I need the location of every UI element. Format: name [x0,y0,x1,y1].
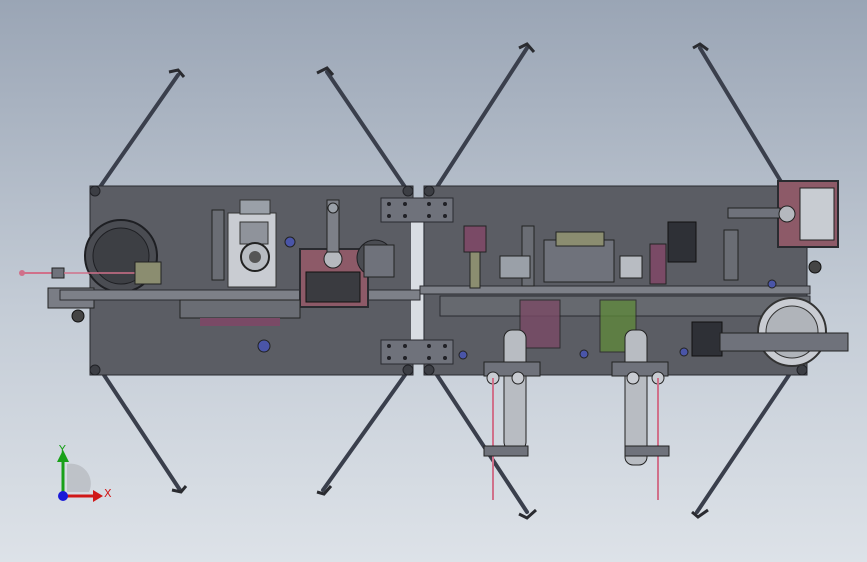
foot-pad [692,42,709,52]
bracket-top [380,197,454,223]
triad-z-origin [58,491,68,501]
strut-bottom-left-a [102,373,182,492]
vertical-guide-left [326,199,340,253]
triad-y-arrow [57,450,69,462]
strut-top-left-b [325,70,407,189]
swing-arm-right [611,329,670,500]
cutter-roller [356,239,395,278]
take-up-reel-right [757,297,827,367]
foot-pad [518,42,536,53]
secondary-feed-rail [419,285,811,295]
plate-gap-strip [411,200,423,360]
joining-brackets [380,197,454,365]
hmi-panel-right [727,180,839,274]
blue-knobs [257,236,777,360]
strut-top-mid [435,46,529,189]
foot-pad [168,68,186,78]
triad-x-arrow [93,490,103,502]
strut-top-left-a [98,73,180,189]
strut-bottom-right [695,373,791,514]
roller-unit [227,199,277,288]
foot-pad [518,508,537,520]
foot-pad [316,485,333,496]
strut-foot-pads [168,42,709,520]
output-bar [719,332,849,352]
strut-bottom-left-b [321,373,407,492]
foot-pad [691,508,709,519]
mid-components [179,209,811,357]
triad-x-label: X [104,487,112,500]
triad-rotation-arc [67,463,91,492]
input-pin [19,267,65,279]
axis-triad [57,450,103,502]
swing-arm-left [483,329,541,500]
strut-bottom-mid [435,373,529,514]
foot-pad [316,66,335,76]
tension-block [134,261,162,285]
triad-y-label: Y [59,443,66,456]
strut-top-right [698,46,785,187]
bracket-bottom [380,339,454,365]
leg-struts [98,46,791,514]
foot-pad [171,485,188,494]
